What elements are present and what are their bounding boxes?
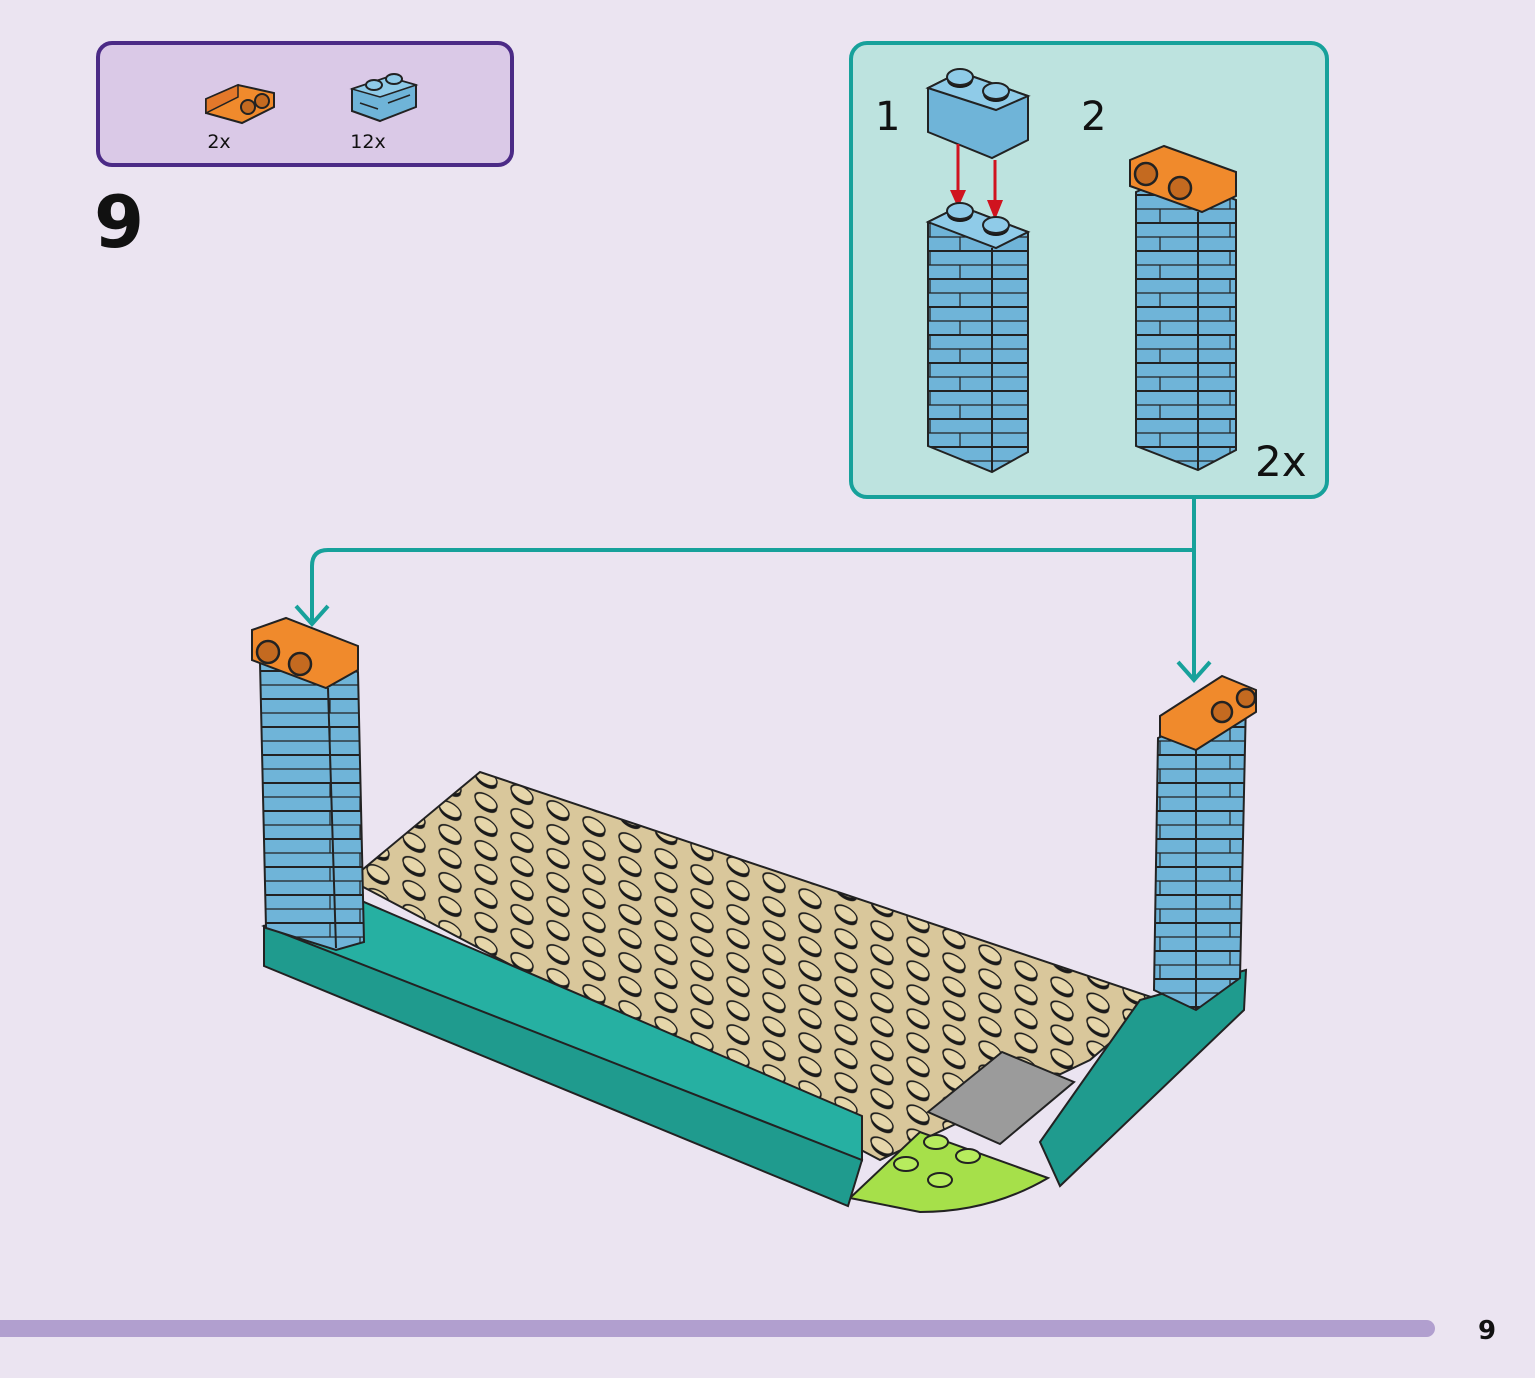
main-model-illustration <box>251 616 1257 1214</box>
blue-brick-part-icon <box>348 65 420 129</box>
sub-step-1-illustration <box>925 68 1031 474</box>
page-number: 9 <box>1478 1316 1497 1346</box>
sub-step-1-label: 1 <box>875 94 901 140</box>
callout-multiplier: 2x <box>1255 437 1307 486</box>
part-qty-brick: 12x <box>350 131 386 153</box>
step-number: 9 <box>94 180 145 264</box>
footer-progress-bar <box>0 1320 1435 1337</box>
sub-step-2-label: 2 <box>1081 94 1107 140</box>
orange-bracket-part-icon <box>204 77 276 129</box>
placement-arrows <box>294 499 1212 684</box>
part-qty-bracket: 2x <box>207 131 231 153</box>
sub-step-2-illustration <box>1129 144 1237 472</box>
parts-list-panel: 2x 12x <box>96 41 514 167</box>
